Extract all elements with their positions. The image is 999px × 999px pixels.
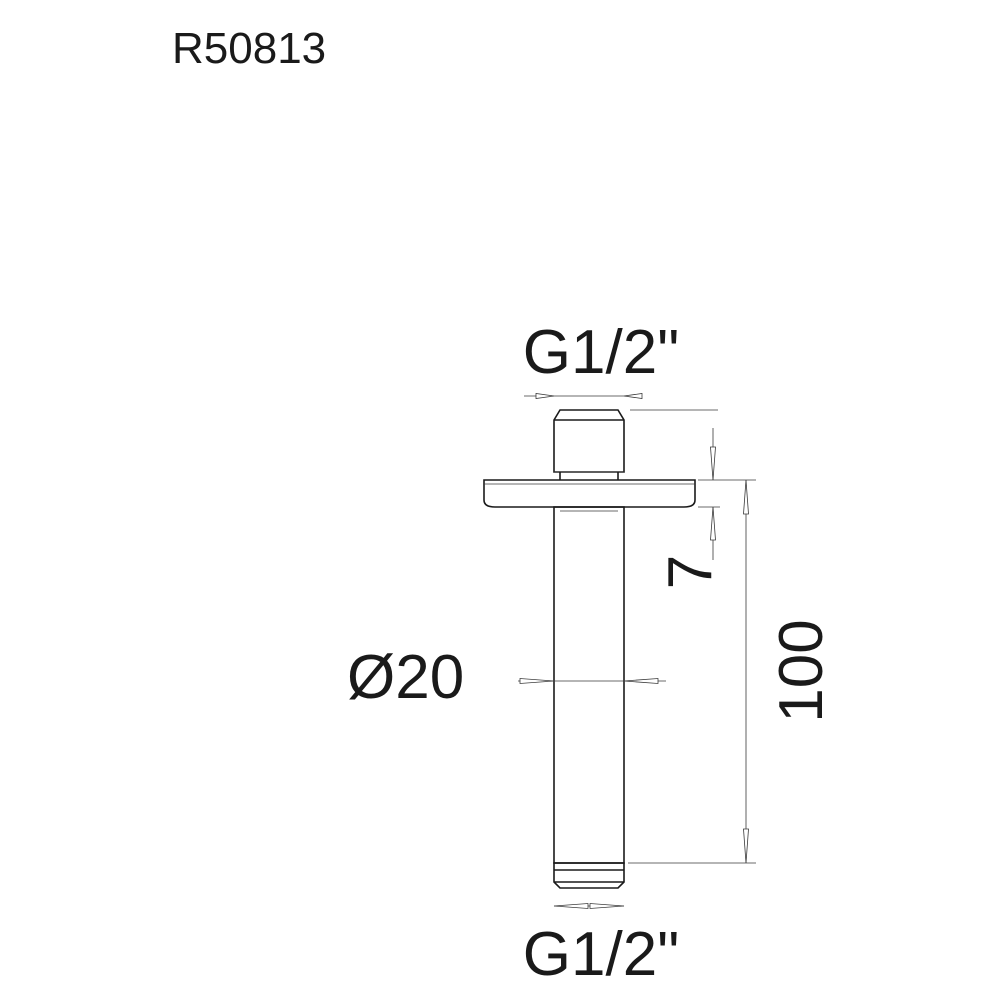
dimension-bottom-thread: G1/2" [523, 903, 679, 989]
dimension-overall-length: 100 [628, 479, 836, 864]
length-arrow-top [743, 479, 749, 515]
flange-arrow-down [710, 446, 716, 481]
dimension-top-thread: G1/2" [523, 318, 679, 399]
pipe [553, 506, 625, 864]
length-arrow-bottom [743, 828, 749, 864]
overall-length-label: 100 [767, 619, 836, 722]
top-thread-nipple [553, 409, 625, 480]
diameter-arrow-right [623, 678, 659, 684]
bottom-thread-arrow-left [553, 903, 589, 909]
pipe-diameter-label: Ø20 [347, 643, 464, 712]
pipe-outline [553, 506, 625, 864]
dimension-pipe-diameter: Ø20 [347, 643, 666, 712]
diameter-arrow-left [519, 678, 555, 684]
flange-outline [483, 479, 696, 508]
bottom-thread-arrow-right [589, 903, 625, 909]
top-thread-arrow-left [535, 393, 555, 399]
product-code: R50813 [172, 24, 326, 73]
flange-thickness-label: 7 [656, 555, 725, 589]
flange-arrow-up [710, 506, 716, 541]
dimension-flange-thickness: 7 [630, 409, 756, 589]
top-thread-arrow-right [623, 393, 643, 399]
flange [483, 479, 696, 512]
top-thread-label: G1/2" [523, 318, 679, 387]
shower-arm-part [483, 409, 696, 889]
bottom-thread-label: G1/2" [523, 920, 679, 989]
bottom-thread-outline [553, 862, 625, 889]
bottom-thread [553, 862, 625, 889]
